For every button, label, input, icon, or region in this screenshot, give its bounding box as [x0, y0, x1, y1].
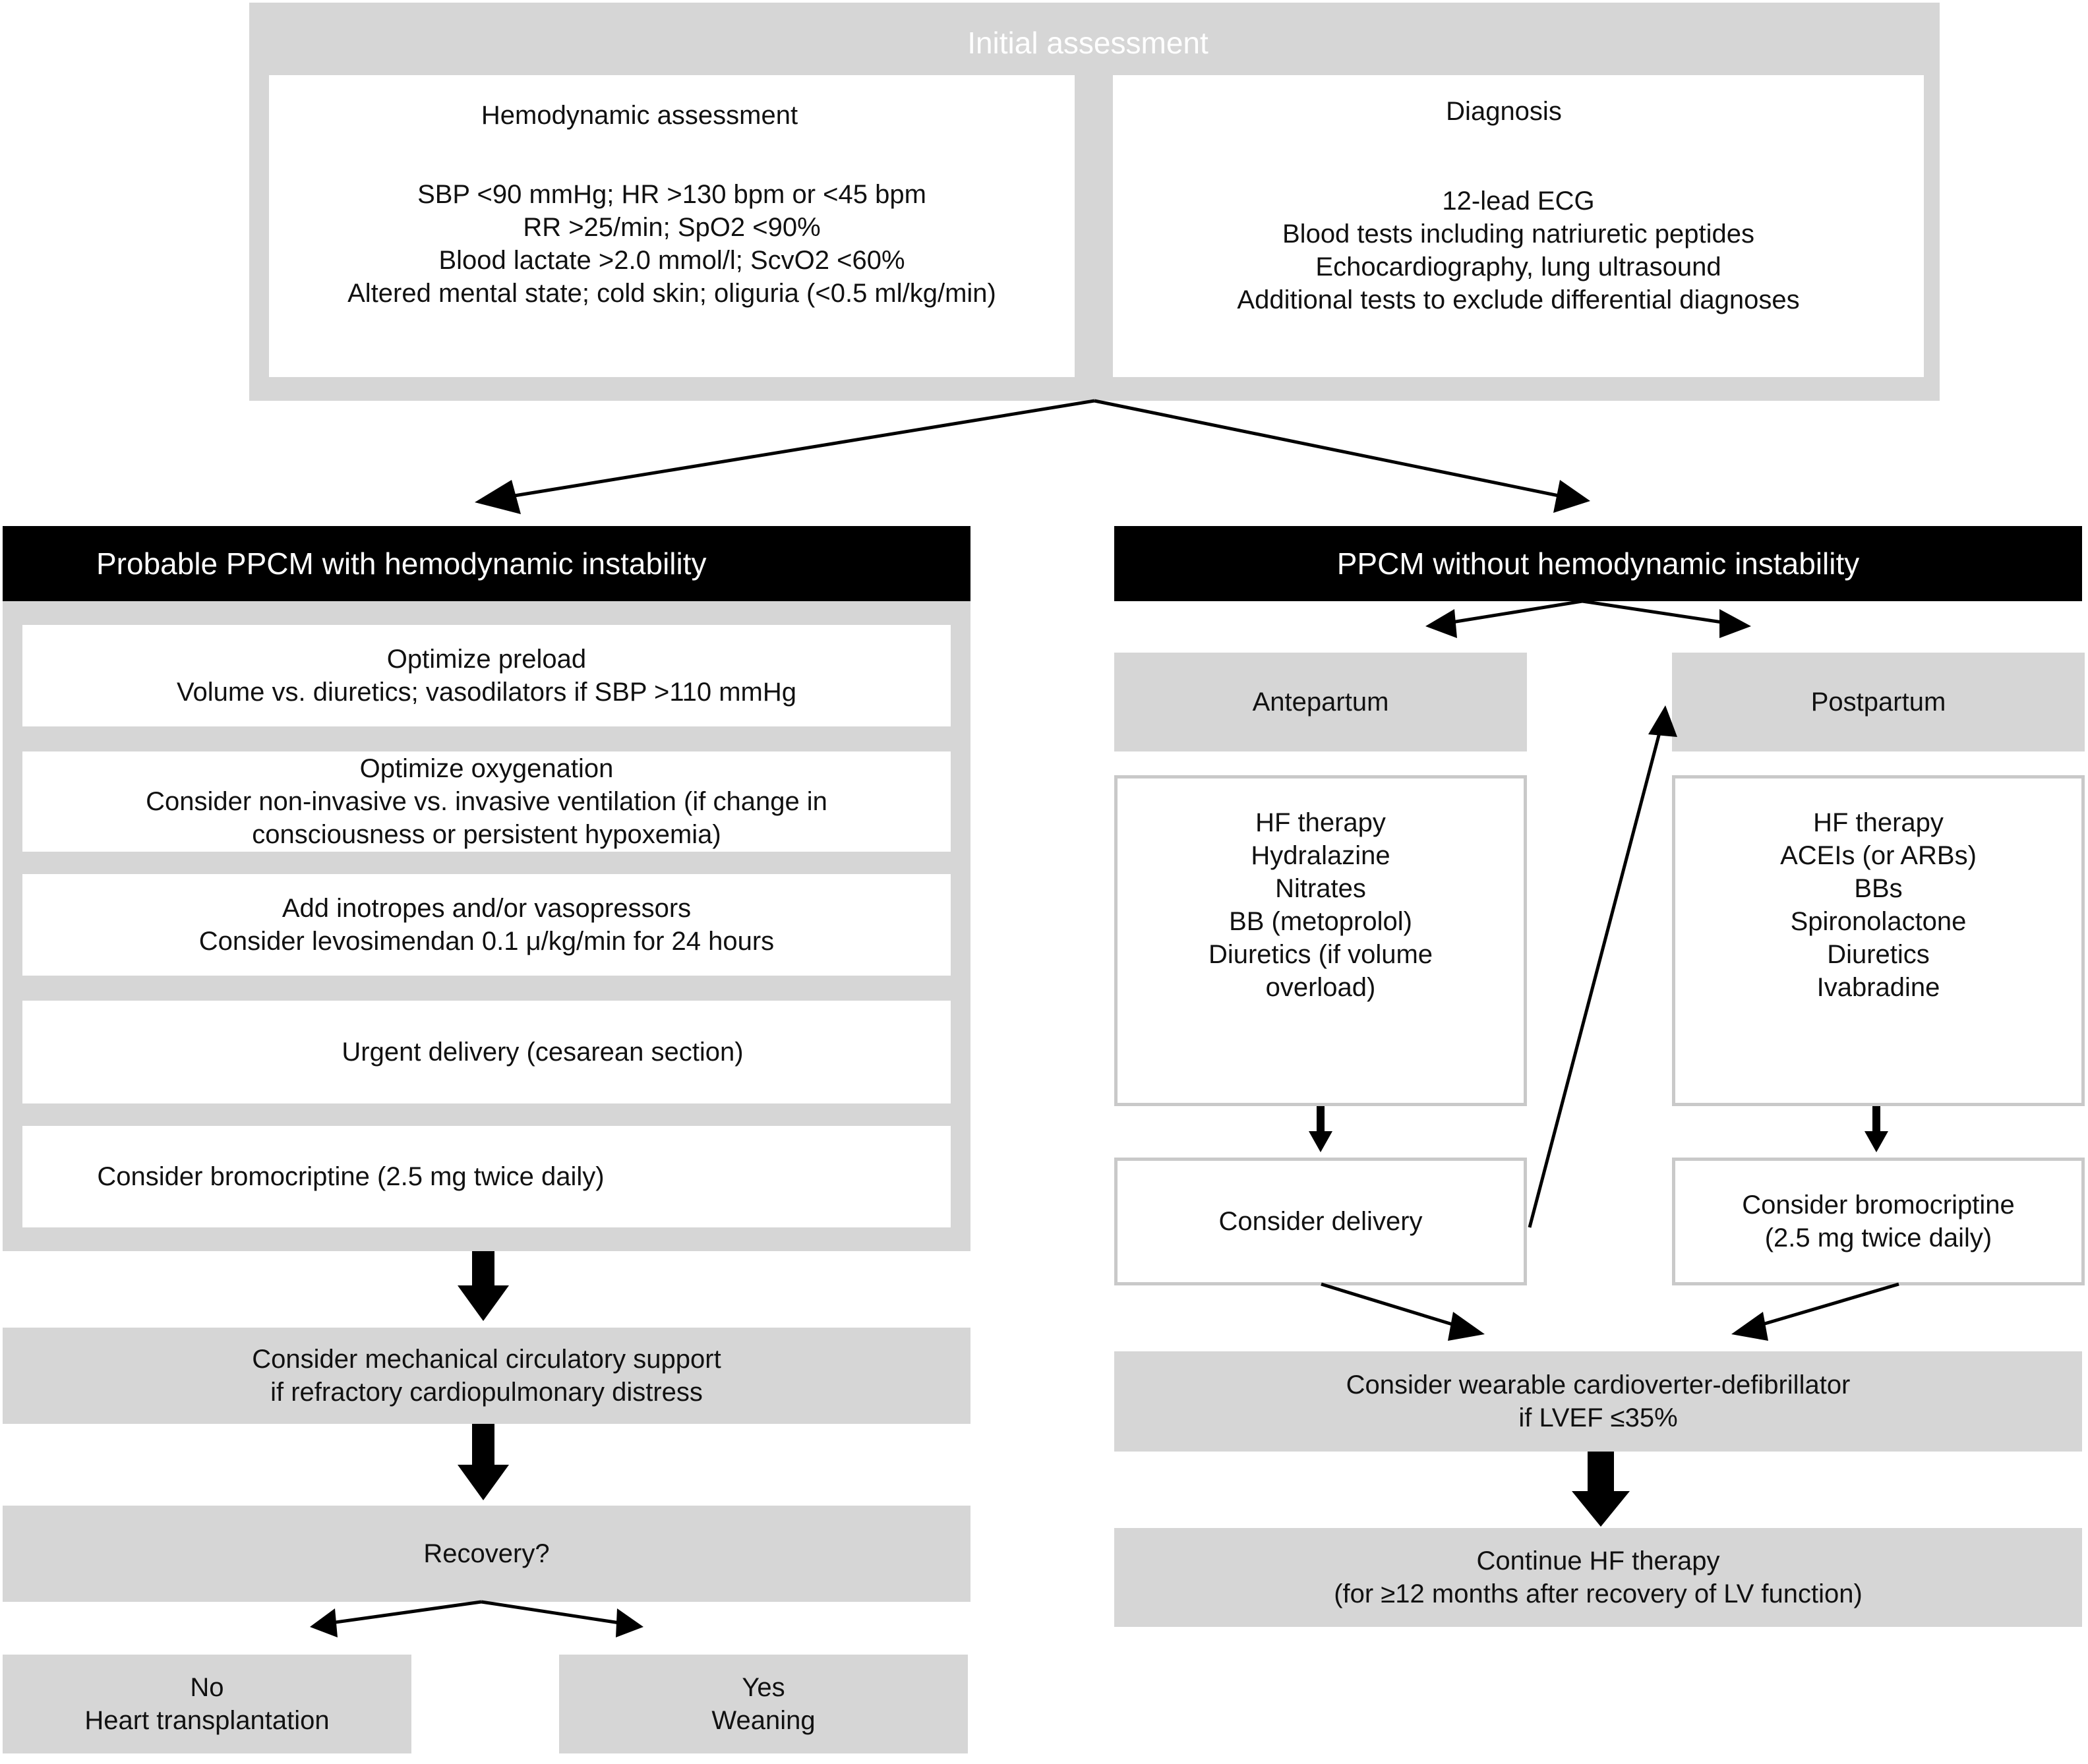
step-optimize-oxygenation: Optimize oxygenation Consider non-invasi…	[22, 751, 951, 852]
arrowhead-steps-to-mcs	[458, 1285, 509, 1321]
arrow-stable-to-postpartum	[1582, 599, 1723, 624]
arrowhead-delivery-to-postpartum	[1648, 705, 1677, 737]
outcome-yes-box: Yes Weaning	[559, 1655, 968, 1753]
arrow-delivery-to-postpartum	[1528, 730, 1662, 1228]
postpartum-box: Postpartum	[1672, 653, 2085, 751]
postpartum-therapy-box: HF therapy ACEIs (or ARBs) BBs Spironola…	[1672, 775, 2085, 1106]
arrowhead-stable	[1553, 480, 1590, 513]
arrowhead-ante-therapy-to-delivery	[1309, 1131, 1332, 1152]
right-branch-header: PPCM without hemodynamic instability	[1114, 526, 2082, 601]
arrowhead-bromocriptine-to-defibrillator	[1731, 1312, 1768, 1341]
step-inotropes-vasopressors: Add inotropes and/or vasopressors Consid…	[22, 874, 951, 976]
arrow-shaft-mcs-to-recovery	[472, 1424, 494, 1470]
hemodynamic-criteria: SBP <90 mmHg; HR >130 bpm or <45 bpm RR …	[347, 180, 996, 308]
recovery-box: Recovery?	[3, 1506, 970, 1602]
step-optimize-preload: Optimize preload Volume vs. diuretics; v…	[22, 625, 951, 726]
initial-assessment-title: Initial assessment	[967, 26, 1208, 60]
arrow-recovery-to-yes	[481, 1600, 620, 1625]
arrowhead-mcs-to-recovery	[458, 1465, 509, 1500]
wearable-defibrillator-box: Consider wearable cardioverter-defibrill…	[1114, 1351, 2082, 1452]
arrowhead-unstable	[475, 480, 521, 514]
left-branch-header: Probable PPCM with hemodynamic instabili…	[3, 526, 970, 601]
arrowhead-postpartum	[1719, 609, 1751, 638]
antepartum-therapy-box: HF therapy Hydralazine Nitrates BB (meto…	[1114, 775, 1527, 1106]
arrow-recovery-to-no	[330, 1600, 482, 1625]
arrow-stable-to-antepartum	[1451, 599, 1583, 624]
hemodynamic-assessment-title: Hemodynamic assessment	[481, 101, 798, 130]
step-bromocriptine: Consider bromocriptine (2.5 mg twice dai…	[22, 1126, 951, 1227]
diagnosis-box: Diagnosis 12-lead ECG Blood tests includ…	[1113, 75, 1924, 377]
postpartum-bromocriptine-box: Consider bromocriptine (2.5 mg twice dai…	[1672, 1158, 2085, 1285]
arrowhead-post-therapy-to-bromocriptine	[1864, 1131, 1888, 1152]
step-urgent-delivery: Urgent delivery (cesarean section)	[22, 1001, 951, 1103]
continue-hf-therapy-box: Continue HF therapy (for ≥12 months afte…	[1114, 1528, 2082, 1627]
mechanical-support-box: Consider mechanical circulatory support …	[3, 1328, 970, 1424]
outcome-no-box: No Heart transplantation	[3, 1655, 411, 1753]
hemodynamic-assessment-box: Hemodynamic assessment SBP <90 mmHg; HR …	[269, 75, 1075, 377]
arrowhead-delivery-to-defibrillator	[1448, 1312, 1485, 1341]
arrowhead-antepartum	[1425, 609, 1457, 638]
arrowhead-yes	[616, 1608, 643, 1637]
arrow-initial-to-stable	[1094, 399, 1566, 499]
arrowhead-no	[310, 1608, 338, 1637]
arrow-initial-to-unstable	[506, 399, 1095, 499]
diagnosis-tests: 12-lead ECG Blood tests including natriu…	[1237, 187, 1800, 314]
arrow-shaft-defibrillator-to-continue	[1588, 1452, 1614, 1496]
arrowhead-defibrillator-to-continue	[1572, 1491, 1630, 1527]
arrow-bromocriptine-to-defibrillator	[1760, 1282, 1899, 1327]
arrow-delivery-to-defibrillator	[1321, 1282, 1455, 1327]
antepartum-box: Antepartum	[1114, 653, 1527, 751]
diagnosis-title: Diagnosis	[1446, 97, 1562, 126]
consider-delivery-box: Consider delivery	[1114, 1158, 1527, 1285]
